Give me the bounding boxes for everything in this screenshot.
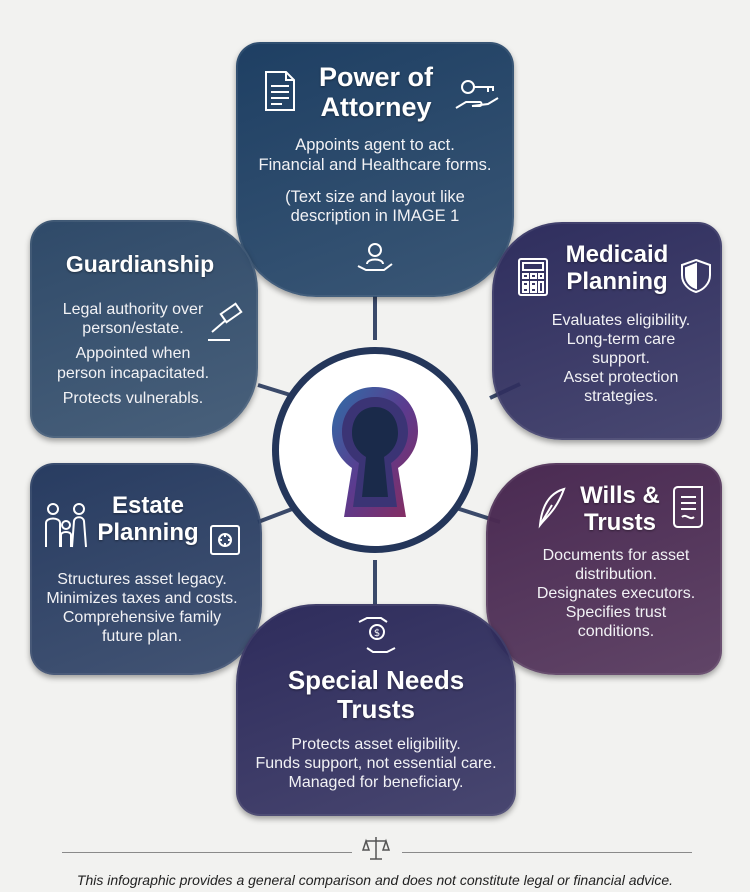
card-title: Wills & Trusts — [580, 482, 660, 536]
svg-text:$: $ — [374, 628, 380, 639]
card-body: Evaluates eligibility. Long-term care su… — [551, 312, 691, 405]
card-power-of-attorney: Power of Attorney Appoints agent to act.… — [236, 42, 514, 297]
card-wills-trusts: Wills & Trusts Documents for asset distr… — [486, 463, 722, 675]
scales-icon — [361, 834, 391, 862]
quill-icon — [536, 487, 566, 529]
card-guardianship: Guardianship Legal authority over person… — [30, 220, 258, 438]
center-keyhole — [270, 345, 480, 555]
document-icon — [264, 70, 296, 112]
card-body: Protects asset eligibility. Funds suppor… — [255, 736, 497, 791]
scroll-icon — [672, 485, 706, 529]
family-icon — [42, 501, 92, 549]
person-hand-icon — [356, 242, 394, 276]
card-special-needs-trusts: $ Special Needs Trusts Protects asset el… — [236, 604, 516, 816]
card-title: Guardianship — [65, 251, 215, 277]
safe-icon — [210, 525, 240, 555]
calculator-icon — [518, 258, 548, 296]
card-title: Estate Planning — [97, 492, 199, 546]
card-body: Appoints agent to act. Financial and Hea… — [258, 136, 492, 226]
card-medicaid-planning: Medicaid Planning Evaluates eligibility.… — [492, 222, 722, 440]
footer-divider-left — [62, 852, 352, 853]
card-body: Documents for asset distribution. Design… — [536, 547, 696, 640]
card-title: Special Needs Trusts — [287, 665, 465, 725]
gavel-icon — [206, 302, 250, 342]
footer-divider-right — [402, 852, 692, 853]
card-body: Structures asset legacy. Minimizes taxes… — [46, 571, 238, 645]
disclaimer-text: This infographic provides a general comp… — [76, 872, 674, 888]
key-hand-icon — [454, 78, 500, 114]
card-body: Legal authority over person/estate. Appo… — [56, 301, 210, 407]
money-hands-icon: $ — [357, 614, 397, 656]
card-title: Medicaid Planning — [565, 241, 669, 295]
keyhole-icon — [272, 347, 478, 553]
card-estate-planning: Estate Planning Structures asset legacy.… — [30, 463, 262, 675]
shield-icon — [680, 258, 712, 294]
card-title: Power of Attorney — [318, 62, 433, 123]
